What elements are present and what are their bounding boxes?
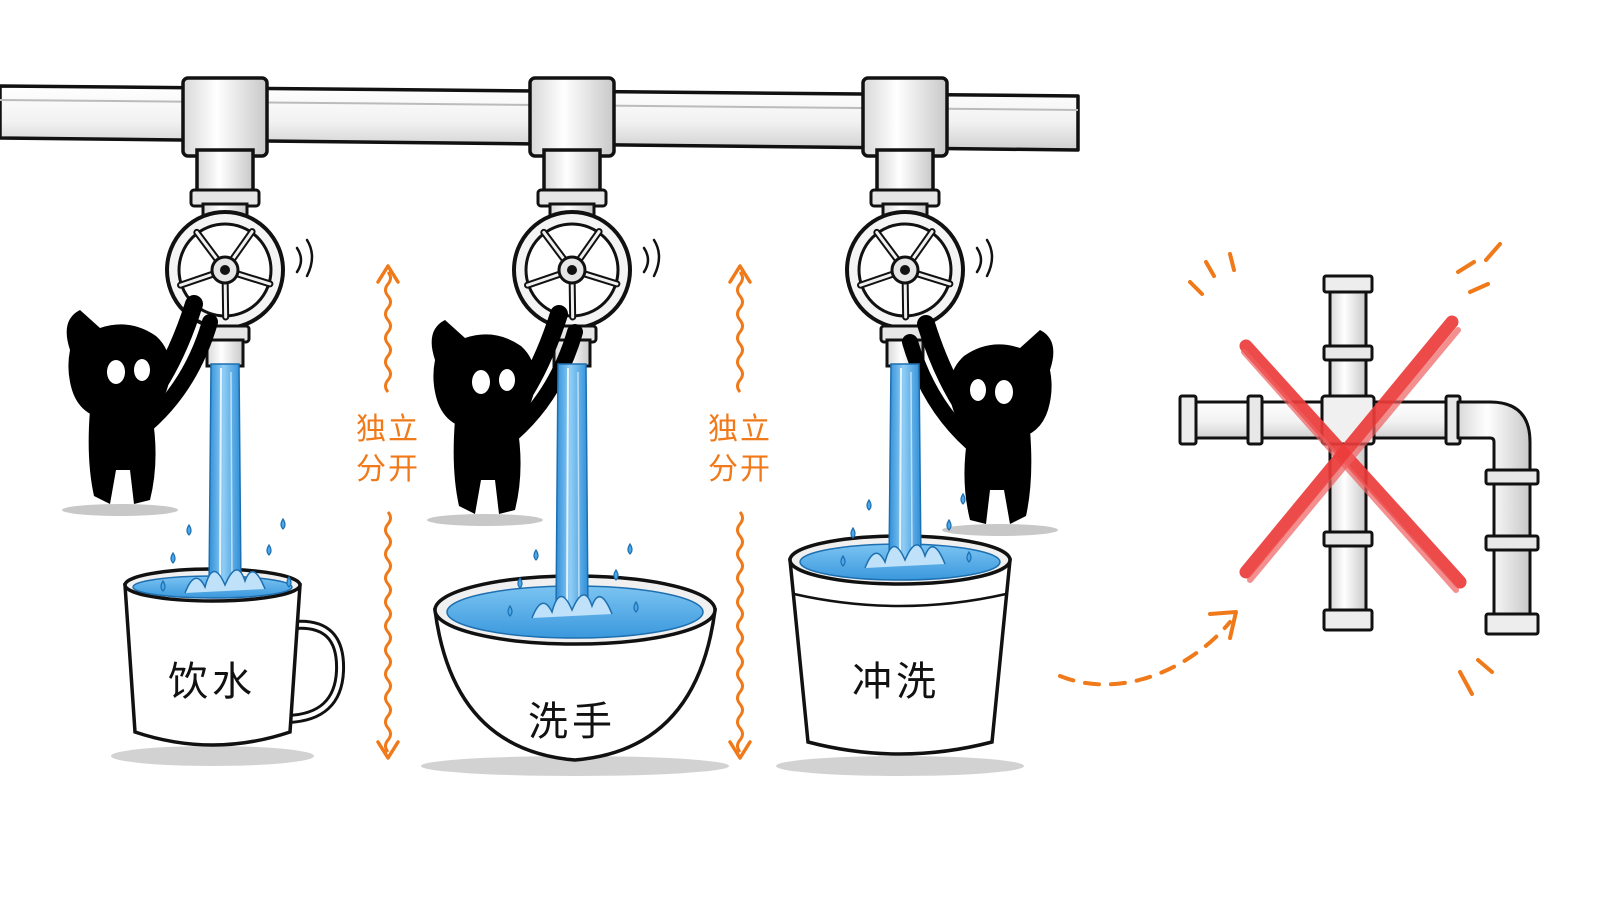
alert-marks-icon — [1188, 242, 1502, 696]
bucket-container — [776, 534, 1024, 776]
water-stream — [507, 363, 639, 619]
valve-wheel-icon[interactable] — [165, 210, 314, 330]
separator-arrow — [376, 264, 400, 760]
silhouette-figure-icon — [62, 295, 218, 516]
container-label: 洗手 — [528, 699, 616, 745]
water-stream — [160, 363, 292, 594]
red-cross-icon — [1239, 315, 1467, 593]
dashed-curved-arrow-icon — [1058, 610, 1238, 687]
separator-label: 独立分开 — [348, 410, 428, 490]
silhouette-figure-icon — [427, 305, 583, 526]
station-group — [62, 76, 1058, 776]
water-stream — [840, 363, 972, 569]
valve-wheel-icon[interactable] — [512, 210, 661, 330]
separator-label-line2: 分开 — [356, 452, 420, 487]
station-2 — [421, 76, 729, 776]
separator-group — [376, 264, 752, 760]
station-3 — [776, 76, 1058, 776]
separator-label-line1: 独立 — [356, 412, 420, 447]
container-label: 冲洗 — [852, 659, 940, 705]
valve-wheel-icon[interactable] — [845, 210, 994, 330]
station-1 — [62, 76, 346, 766]
separator-arrow — [728, 264, 752, 760]
container-label: 饮水 — [168, 659, 256, 705]
silhouette-figure-icon — [902, 315, 1058, 536]
separator-label-line1: 独立 — [708, 412, 772, 447]
interconnected-pipes-icon — [1178, 274, 1540, 636]
separator-label-line2: 分开 — [708, 452, 772, 487]
separator-label: 独立分开 — [700, 410, 780, 490]
